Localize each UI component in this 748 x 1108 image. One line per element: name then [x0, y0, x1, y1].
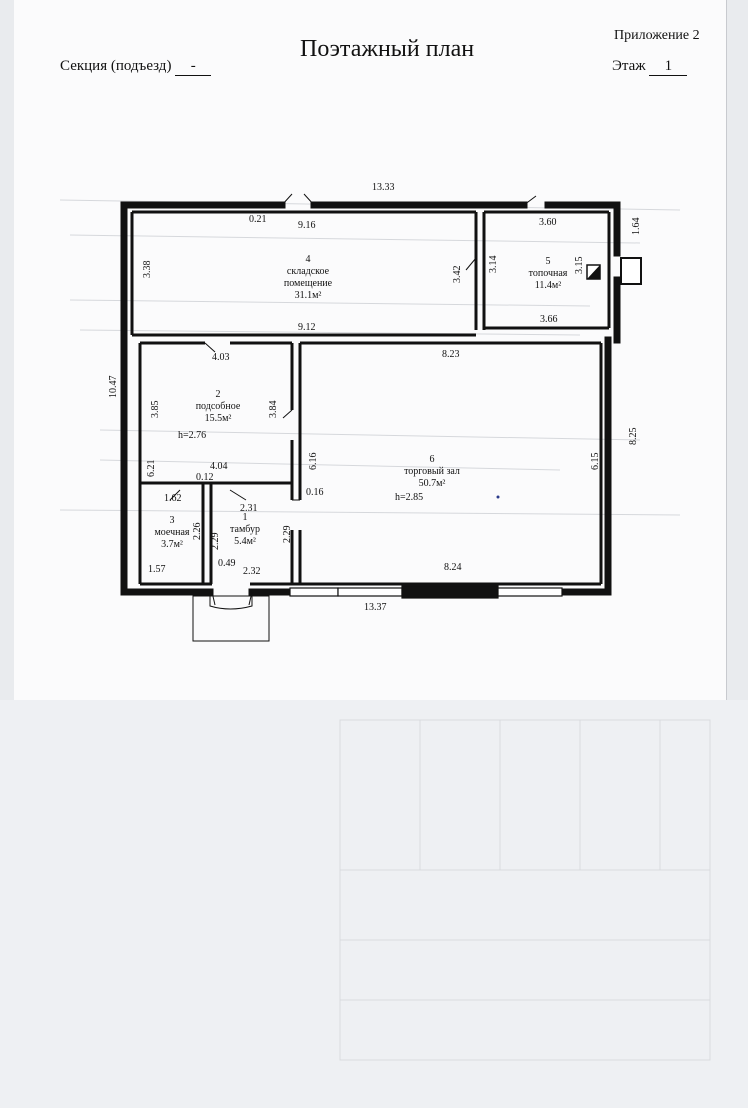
- boiler-icon: [586, 264, 601, 280]
- dim-157: 1.57: [148, 564, 166, 575]
- ink-dot: [496, 495, 500, 499]
- room-5-name: топочная: [529, 268, 568, 279]
- entrance-porch: [192, 595, 270, 642]
- room-2-area: 15.5м²: [205, 413, 232, 424]
- dim-right-total: 8.25: [628, 428, 639, 446]
- dim-824: 8.24: [444, 562, 462, 573]
- room-1-area: 5.4м²: [234, 536, 256, 547]
- chimney: [620, 257, 642, 285]
- room-1-name: тамбур: [230, 524, 260, 535]
- dimension-labels: 13.33 13.37 10.47 8.25 0.21 9.16 3.60 1.…: [108, 182, 642, 613]
- dim-012: 0.12: [196, 472, 214, 483]
- windows: [289, 585, 563, 599]
- faint-lower-grid: [339, 719, 711, 1061]
- dim-384: 3.84: [268, 401, 279, 419]
- dim-016: 0.16: [306, 487, 324, 498]
- dim-912: 9.12: [298, 322, 316, 333]
- appendix-label: Приложение 2: [614, 28, 700, 43]
- dim-229b: 2.29: [282, 526, 293, 544]
- floor-value: 1: [649, 58, 688, 76]
- dim-360: 3.60: [539, 217, 557, 228]
- room-2-number: 2: [216, 389, 221, 400]
- room-6-height: h=2.85: [395, 492, 423, 503]
- room-5-area: 11.4м²: [535, 280, 561, 291]
- floor-label: Этаж: [612, 58, 646, 74]
- dim-916: 9.16: [298, 220, 316, 231]
- dim-162: 1.62: [164, 493, 182, 504]
- dim-226: 2.26: [192, 523, 203, 541]
- room-2-name: подсобное: [196, 401, 241, 412]
- walls: [120, 201, 621, 596]
- room-4-area: 31.1м²: [295, 290, 322, 301]
- interior-walls: [130, 210, 611, 586]
- lower-page: [0, 700, 748, 1108]
- room-1-number: 1: [243, 512, 248, 523]
- dim-385: 3.85: [150, 401, 161, 419]
- dim-232: 2.32: [243, 566, 261, 577]
- page-title: Поэтажный план: [300, 36, 475, 62]
- dim-616: 6.16: [308, 453, 319, 471]
- room-3-number: 3: [170, 515, 175, 526]
- dim-615: 6.15: [590, 453, 601, 471]
- room-5-number: 5: [546, 256, 551, 267]
- section-label: Секция (подъезд): [60, 58, 172, 74]
- dim-049: 0.49: [218, 558, 236, 569]
- room-6-name: торговый зал: [404, 466, 460, 477]
- room-4-number: 4: [306, 254, 311, 265]
- dim-164: 1.64: [631, 218, 642, 236]
- room-4-name: складское: [287, 266, 330, 277]
- dim-bottom-total: 13.37: [364, 602, 387, 613]
- section-field: Секция (подъезд) -: [60, 58, 212, 76]
- room-3-area: 3.7м²: [161, 539, 183, 550]
- section-value: -: [175, 58, 212, 76]
- dim-342: 3.42: [452, 266, 463, 284]
- dim-366: 3.66: [540, 314, 558, 325]
- dim-021: 0.21: [249, 214, 267, 225]
- dim-231: 2.31: [240, 503, 258, 514]
- room-2-height: h=2.76: [178, 430, 206, 441]
- dim-621: 6.21: [146, 460, 157, 478]
- doors: [169, 193, 537, 606]
- dim-229a: 2.29: [210, 533, 221, 551]
- room-6-area: 50.7м²: [419, 478, 446, 489]
- dim-315: 3.15: [574, 257, 585, 275]
- dim-314: 3.14: [488, 256, 499, 274]
- dim-823: 8.23: [442, 349, 460, 360]
- dim-403: 4.03: [212, 352, 230, 363]
- room-3-name: моечная: [154, 527, 189, 538]
- dim-404: 4.04: [210, 461, 228, 472]
- dim-338: 3.38: [142, 261, 153, 279]
- dim-left-total: 10.47: [108, 376, 119, 399]
- floor-field: Этаж 1: [612, 58, 688, 76]
- room-6-number: 6: [430, 454, 435, 465]
- room-4-name2: помещение: [284, 278, 333, 289]
- dim-top-total: 13.33: [372, 182, 395, 193]
- room-labels: 4 складское помещение 31.1м² 5 топочная …: [154, 254, 567, 550]
